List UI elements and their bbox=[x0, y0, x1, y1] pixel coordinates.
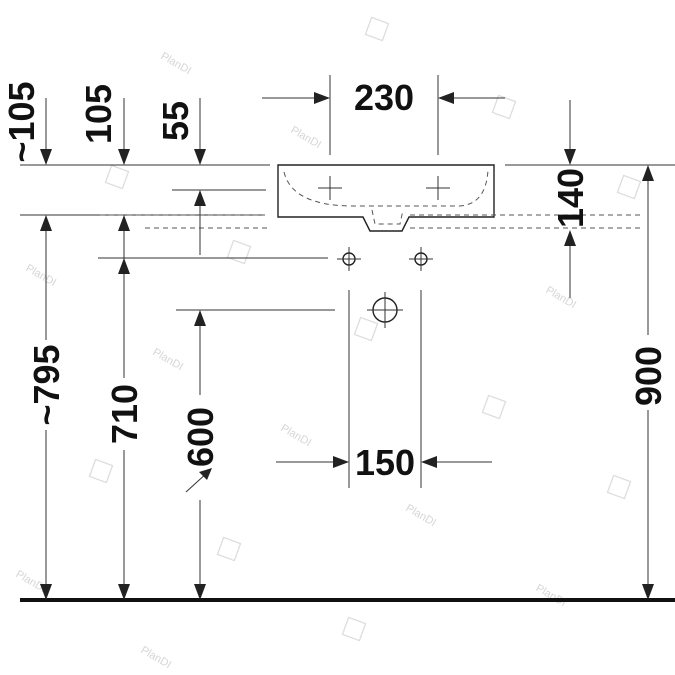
dimension-label-900: 900 bbox=[628, 346, 669, 406]
dimension-total-height: 900 bbox=[628, 165, 669, 600]
dimension-top-offset-1: ~105 bbox=[1, 81, 52, 165]
watermark-logo-icon bbox=[226, 239, 252, 265]
watermark-text: PlanDI bbox=[279, 422, 314, 449]
dimension-top-offset-2: 105 bbox=[78, 84, 130, 165]
watermark-text: PlanDI bbox=[534, 582, 569, 609]
watermark-logo-icon bbox=[216, 536, 242, 562]
watermark-logo-icon bbox=[481, 394, 507, 420]
dimension-label-795: ~795 bbox=[26, 344, 67, 425]
dimension-label-105: 105 bbox=[78, 84, 119, 144]
watermark-text: PlanDI bbox=[404, 502, 439, 529]
watermark-text: PlanDI bbox=[24, 262, 59, 289]
watermark-text: PlanDI bbox=[139, 644, 174, 671]
basin-drain-contour bbox=[371, 209, 404, 225]
mounting-lines bbox=[20, 164, 675, 311]
watermark-text: PlanDI bbox=[151, 346, 186, 373]
dimension-tap-hole-height: 710 bbox=[104, 215, 145, 600]
dimension-label-105-approx: ~105 bbox=[1, 81, 42, 162]
watermark-logo-icon bbox=[606, 474, 632, 500]
dimension-label-600: 600 bbox=[180, 407, 221, 467]
watermark-text: PlanDI bbox=[159, 50, 194, 77]
dimension-bottom-spacing: 150 bbox=[276, 442, 492, 483]
basin-tap-markers bbox=[318, 176, 450, 200]
watermark-text: PlanDI bbox=[289, 124, 324, 151]
watermark-logo-icon bbox=[616, 174, 642, 200]
basin-outline bbox=[277, 164, 495, 232]
dimension-label-230: 230 bbox=[354, 77, 414, 118]
watermark-logo-icon bbox=[104, 164, 130, 190]
dimension-top-width: 230 bbox=[262, 77, 505, 118]
dimension-rim-height: ~795 bbox=[26, 215, 67, 600]
dimension-label-55: 55 bbox=[155, 101, 196, 141]
basin-inner-contour bbox=[283, 169, 489, 207]
watermark-logo-icon bbox=[88, 458, 114, 484]
dimension-basin-height: 140 bbox=[550, 100, 591, 298]
basin bbox=[277, 164, 495, 232]
dimension-label-140: 140 bbox=[550, 168, 591, 228]
water-connections bbox=[337, 247, 433, 328]
dimension-top-offset-3: 55 bbox=[155, 98, 206, 255]
dimension-drain-height: 600 bbox=[180, 310, 221, 600]
watermark-logo-icon bbox=[364, 16, 390, 42]
dimension-label-150: 150 bbox=[355, 442, 415, 483]
watermark-logo-icon bbox=[353, 316, 379, 342]
watermark-text: PlanDI bbox=[544, 284, 579, 311]
watermark-logo-icon bbox=[491, 94, 517, 120]
watermark-logo-icon bbox=[341, 616, 367, 642]
dimension-label-710: 710 bbox=[104, 384, 145, 444]
